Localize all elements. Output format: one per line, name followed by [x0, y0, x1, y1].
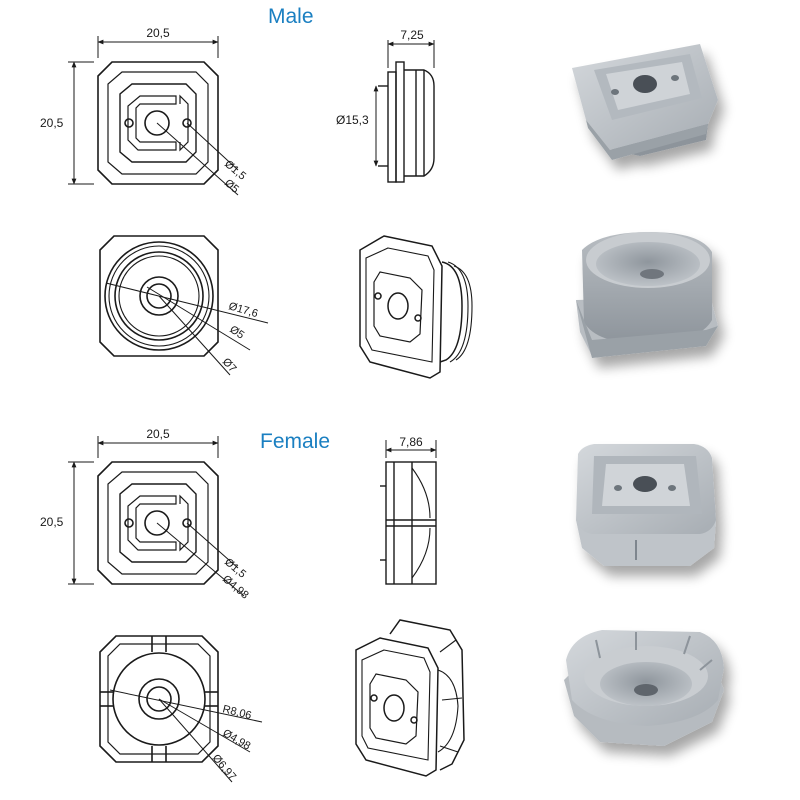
- male-front-view: [97, 61, 219, 185]
- female-back-center-label: Ø4,98: [221, 727, 253, 752]
- female-front-view: [97, 461, 219, 585]
- male-front-hole-label: Ø1,5: [222, 158, 248, 183]
- male-back-boss-label: Ø7: [220, 356, 239, 375]
- male-front-width-label: 20,5: [146, 26, 170, 40]
- female-side-view: [380, 461, 437, 585]
- male-side-view: [378, 61, 435, 183]
- male-back-center-label: Ø5: [227, 324, 246, 342]
- female-section-title: Female: [260, 430, 331, 453]
- female-front-center-label: Ø4,98: [220, 573, 251, 601]
- female-back-view: [99, 635, 219, 763]
- female-side-width-label: 7,86: [399, 435, 423, 449]
- female-front-width-label: 20,5: [146, 427, 170, 441]
- male-isometric-view: [359, 235, 473, 379]
- female-back-radius-label: R8,06: [221, 703, 252, 722]
- female-side-dimensions: [385, 440, 437, 458]
- male-section-title: Male: [268, 5, 314, 28]
- female-isometric-view: [355, 619, 465, 777]
- female-front-dimensions: [68, 436, 245, 597]
- male-part-photo-cup: [576, 232, 718, 358]
- male-side-dimensions: [373, 40, 435, 167]
- male-front-dimensions: [68, 36, 239, 196]
- female-back-boss-label: Ø6,97: [210, 752, 238, 783]
- female-front-height-label: 20,5: [40, 515, 64, 529]
- male-front-height-label: 20,5: [40, 116, 64, 130]
- male-back-dimensions: [105, 282, 269, 376]
- male-side-diameter-label: Ø15,3: [336, 113, 369, 127]
- male-part-photo-top: [572, 44, 718, 160]
- female-part-photo-cup: [564, 630, 724, 746]
- female-part-photo-top: [576, 444, 716, 566]
- male-back-view: [99, 235, 219, 357]
- female-back-dimensions: [109, 689, 263, 783]
- male-side-width-label: 7,25: [400, 28, 424, 42]
